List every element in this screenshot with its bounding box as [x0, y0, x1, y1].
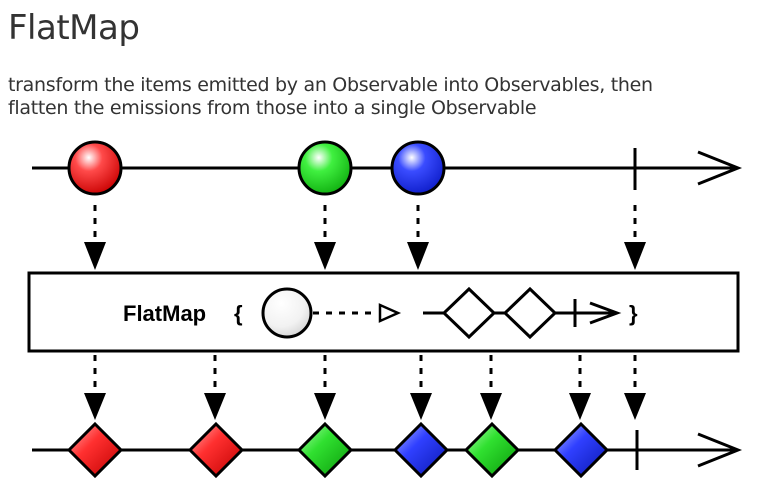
- result-diamond-green: [463, 421, 521, 479]
- result-timeline: [32, 421, 743, 479]
- source-timeline-arrowhead: [697, 150, 743, 186]
- source-timeline: [32, 140, 743, 196]
- operator-inner-marble: [261, 287, 313, 339]
- operator-close-brace: }: [629, 301, 638, 326]
- output-arrow: [569, 355, 591, 420]
- output-arrow: [84, 355, 106, 420]
- source-marble-red: [67, 140, 123, 196]
- result-diamond-green: [296, 421, 354, 479]
- result-diamond-red: [187, 421, 245, 479]
- operator-label: FlatMap: [123, 301, 206, 326]
- input-arrow: [84, 205, 106, 270]
- operator-inner-diamond: [441, 286, 497, 340]
- result-timeline-arrowhead: [697, 432, 743, 468]
- page-description: transform the items emitted by an Observ…: [8, 74, 768, 120]
- output-arrow: [410, 355, 432, 420]
- output-arrow: [314, 355, 336, 420]
- description-line-1: transform the items emitted by an Observ…: [8, 74, 653, 96]
- result-diamond-blue: [552, 421, 610, 479]
- input-arrow: [407, 205, 429, 270]
- description-line-2: flatten the emissions from those into a …: [8, 97, 537, 119]
- input-arrows: [84, 205, 646, 270]
- input-arrow: [624, 205, 646, 270]
- input-arrow: [314, 205, 336, 270]
- operator-inner-transform-arrow: [378, 303, 402, 323]
- source-marble-green: [297, 140, 353, 196]
- source-marble-blue: [390, 140, 446, 196]
- output-arrow: [624, 355, 646, 420]
- result-diamond-red: [66, 421, 124, 479]
- output-arrow: [480, 355, 502, 420]
- result-diamond-blue: [392, 421, 450, 479]
- operator-inner-arrowhead: [589, 301, 622, 325]
- operator-box: FlatMap { }: [27, 271, 740, 353]
- output-arrow: [204, 355, 226, 420]
- operator-open-brace: {: [234, 301, 243, 326]
- output-arrows: [84, 355, 646, 420]
- page-title: FlatMap: [8, 8, 140, 48]
- operator-inner-diamond: [502, 286, 558, 340]
